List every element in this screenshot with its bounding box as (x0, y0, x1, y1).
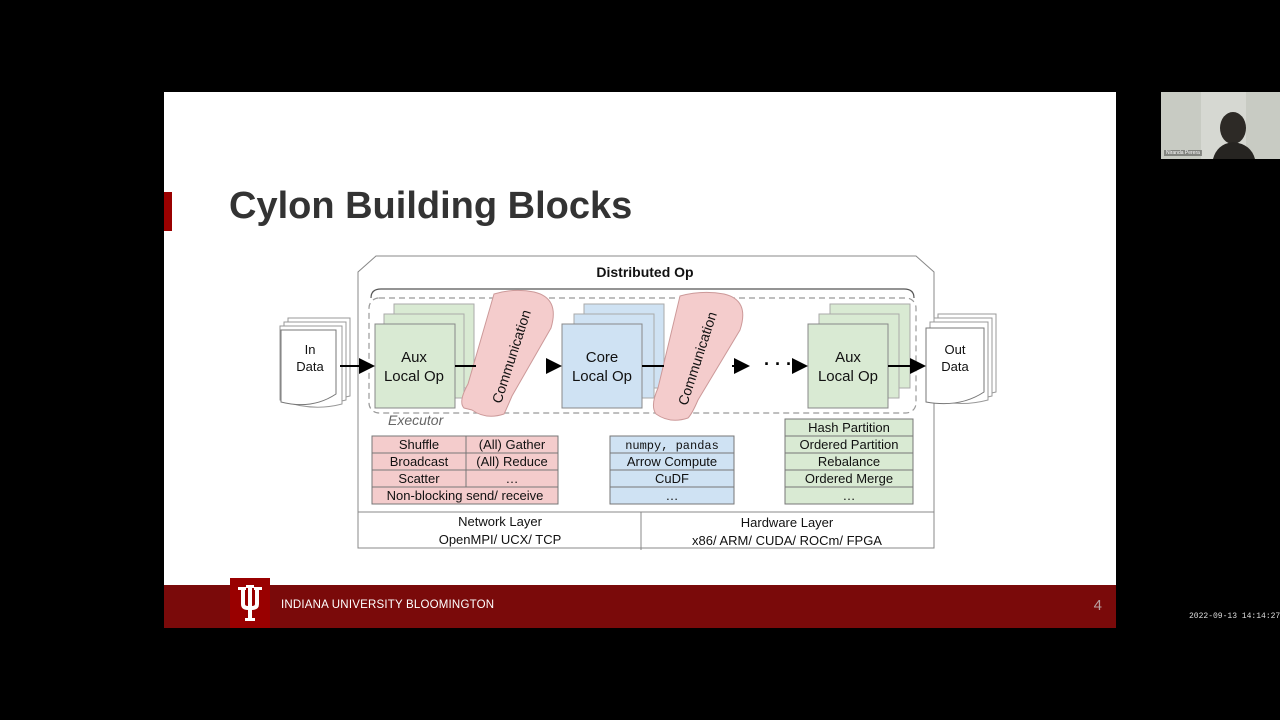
executor-area (368, 297, 917, 414)
hardware-layer-title: Hardware Layer (741, 515, 834, 530)
core-cell: CuDF (655, 471, 689, 486)
aux-cell: … (843, 488, 856, 503)
flow-ellipsis: · · · (764, 354, 792, 374)
core-cell: numpy, pandas (625, 439, 719, 453)
aux-cell: Rebalance (818, 454, 880, 469)
participant-name: Niranda Perera (1164, 150, 1202, 156)
in-data-document: In Data (279, 317, 351, 408)
out-data-line2: Data (941, 359, 969, 374)
core-cell: … (666, 488, 679, 503)
core-op-line2: Local Op (572, 368, 632, 385)
participant-video-thumbnail[interactable]: Niranda Perera (1161, 92, 1280, 159)
comm-cell: (All) Reduce (476, 454, 548, 469)
cylon-diagram: Distributed Op Executor In Data Aux Loca… (279, 255, 997, 550)
core-local-op: Core Local Op (561, 303, 665, 409)
aux-local-op-1: Aux Local Op (374, 303, 475, 409)
aux-cell: Ordered Merge (805, 471, 893, 486)
comm-cell: … (506, 471, 519, 486)
comm-cell: Broadcast (390, 454, 449, 469)
aux-op-2-line1: Aux (835, 349, 861, 366)
aux-cell: Ordered Partition (800, 437, 899, 452)
communication-1: Communication (461, 289, 554, 417)
presentation-slide: Cylon Building Blocks Distributed Op Exe… (164, 92, 1116, 628)
aux-op-1-line2: Local Op (384, 368, 444, 385)
comm-cell: Shuffle (399, 437, 439, 452)
aux-local-op-2: Aux Local Op (807, 303, 911, 409)
network-layer-detail: OpenMPI/ UCX/ TCP (439, 532, 562, 547)
slide-footer: INDIANA UNIVERSITY BLOOMINGTON 4 (164, 578, 1116, 628)
recording-timestamp: 2022-09-13 14:14:27 (1189, 612, 1280, 621)
comm-cell: Scatter (398, 471, 440, 486)
title-accent-bar (164, 192, 172, 231)
distributed-op-frame (357, 255, 935, 549)
participant-silhouette (1161, 92, 1280, 159)
in-data-line2: Data (296, 359, 324, 374)
aux-ops-table: Hash Partition Ordered Partition Rebalan… (784, 418, 914, 505)
in-data-line1: In (305, 342, 316, 357)
out-data-document: Out Data (925, 313, 997, 405)
core-cell: Arrow Compute (627, 454, 717, 469)
hardware-layer-detail: x86/ ARM/ CUDA/ ROCm/ FPGA (692, 533, 882, 548)
core-op-line1: Core (586, 349, 619, 366)
network-layer-title: Network Layer (458, 514, 542, 529)
communication-2: Communication (652, 291, 744, 421)
slide-title: Cylon Building Blocks (229, 185, 633, 227)
page-number: 4 (1093, 597, 1102, 614)
comm-primitives-table: Shuffle (All) Gather Broadcast (All) Red… (371, 435, 559, 505)
distributed-op-brace (370, 288, 915, 299)
comm-table-footer: Non-blocking send/ receive (387, 488, 544, 503)
aux-op-2-line2: Local Op (818, 368, 878, 385)
core-compute-table: numpy, pandas Arrow Compute CuDF … (609, 435, 735, 505)
iu-trident-logo (230, 578, 270, 628)
out-data-line1: Out (945, 342, 966, 357)
distributed-op-label: Distributed Op (596, 264, 693, 280)
university-name: INDIANA UNIVERSITY BLOOMINGTON (281, 599, 495, 611)
executor-label: Executor (388, 412, 445, 428)
aux-op-1-line1: Aux (401, 349, 427, 366)
comm-cell: (All) Gather (479, 437, 546, 452)
aux-cell: Hash Partition (808, 420, 890, 435)
